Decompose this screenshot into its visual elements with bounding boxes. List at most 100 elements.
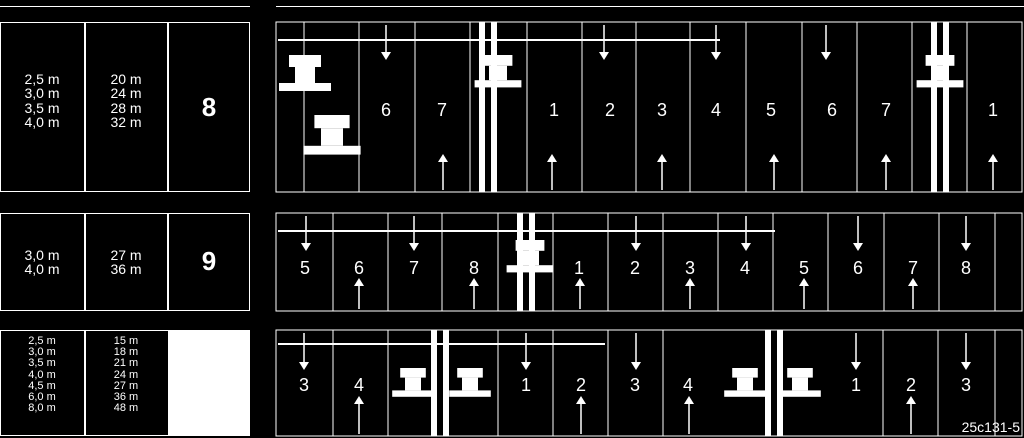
- diagram-3-arrow-down-head: [631, 362, 641, 370]
- diagram-2-arrow-down-head: [631, 243, 641, 251]
- diagram-1-tractor-bottom-cab: [314, 115, 350, 129]
- diagram-1-lane-number: 6: [381, 100, 391, 120]
- diagram-2-arrow-up-head: [799, 278, 809, 286]
- diagram-2-lane-number: 8: [961, 258, 971, 278]
- diagram-1-tractor-bottom-axle: [303, 145, 361, 155]
- diagram-3-arrow-up-head: [906, 396, 916, 404]
- diagram-3-arrow-down-head: [299, 362, 309, 370]
- diagram-1-arrow-up-head: [988, 154, 998, 162]
- diagram-1-tractor-top-axle: [279, 83, 331, 91]
- row1-width-value-3: 4,0 m: [24, 113, 60, 130]
- row2-width-value-0: 3,0 m: [24, 247, 60, 263]
- diagram-1-tractor-bottom-body: [321, 128, 343, 146]
- diagram-3-frame: [275, 329, 1023, 437]
- diagram-3-tractor-a-cab: [400, 368, 426, 378]
- left-table-row-2-divider-b: [167, 213, 169, 311]
- diagram-2-lane-number: 5: [799, 258, 809, 278]
- diagram-3-lane-number: 1: [521, 375, 531, 395]
- diagram-2-arrow-down-head: [741, 243, 751, 251]
- left-table-row-3-divider-a: [84, 330, 86, 436]
- diagram-2-lane-number: 4: [740, 258, 750, 278]
- diagram-3-arrow-up-head: [354, 396, 364, 404]
- diagram-1-lane-number: 3: [657, 100, 667, 120]
- diagram-1-lane-number: 2: [605, 100, 615, 120]
- diagram-1-tramline-b-wheel-right: [943, 22, 949, 192]
- diagram-2-lane-number: 7: [409, 258, 419, 278]
- diagram-2-arrow-up-head: [575, 278, 585, 286]
- diagram-3-lane-number: 3: [961, 375, 971, 395]
- diagram-3-lane-number: 4: [683, 375, 693, 395]
- diagram-2-lane-number: 5: [300, 258, 310, 278]
- diagram-3-arrow-down-head: [851, 362, 861, 370]
- diagram-3-tramline-a-wheel-right: [443, 330, 449, 436]
- diagram-1-frame: [275, 21, 1023, 193]
- diagram-3-tractor-b-cab: [457, 368, 483, 378]
- diagram-3-tractor-a-axle: [392, 390, 434, 397]
- diagram-2-arrow-up-head: [469, 278, 479, 286]
- diagram-1-arrow-up-head: [438, 154, 448, 162]
- diagram-1-sprayer-centre-body: [489, 65, 507, 81]
- diagram-3-arrow-up-head: [576, 396, 586, 404]
- diagram-2-lane-number: 6: [853, 258, 863, 278]
- row1-width-value-2: 3,5 m: [24, 99, 60, 116]
- diagram-1-sprayer-right-axle: [916, 80, 964, 88]
- diagram-3-tramline-a-wheel-left: [431, 330, 437, 436]
- diagram-1-arrow-up-head: [881, 154, 891, 162]
- left-table-row-1-divider-a: [84, 22, 86, 192]
- diagram-2-lane-number: 1: [574, 258, 584, 278]
- diagram-3-lane-number: 4: [354, 375, 364, 395]
- figure-id: 25c131-5: [961, 419, 1020, 435]
- diagram-1-tramline-b-wheel-left: [931, 22, 937, 192]
- diagram-1-tractor-top-body: [295, 67, 315, 83]
- diagram-1-arrow-down-head: [711, 52, 721, 60]
- row3-distance-value-6: 48 m: [113, 402, 139, 415]
- diagram-1-tractor-top-cab: [289, 55, 321, 67]
- diagram-1-sprayer-centre-axle: [474, 80, 522, 88]
- left-table-row-1-divider-b: [167, 22, 169, 192]
- diagram-1-arrow-up-head: [547, 154, 557, 162]
- diagram-2-arrow-down-head: [301, 243, 311, 251]
- diagram-2-lane-number: 3: [685, 258, 695, 278]
- left-table-row-2: [0, 213, 250, 311]
- top-strip-line: [0, 6, 250, 7]
- diagram-1-arrow-up-head: [657, 154, 667, 162]
- row3-distance-value-0: 15 m: [113, 335, 139, 347]
- diagram-1-tramline-a-wheel-right: [491, 22, 497, 192]
- row3-distance-value-2: 21 m: [113, 357, 139, 370]
- row2-distance-value-0: 27 m: [110, 247, 142, 263]
- diagram-3-arrow-up-head: [684, 396, 694, 404]
- diagram-3-tractor-c-cab: [732, 368, 758, 378]
- diagram-1-lane-number: 4: [711, 100, 721, 120]
- diagram-3-lane-number: 3: [299, 375, 309, 395]
- diagram-3-arrow-down-head: [961, 362, 971, 370]
- left-table-row-2-divider-a: [84, 213, 86, 311]
- diagram-1-lane-number: 1: [549, 100, 559, 120]
- row3-width-value-3: 4,0 m: [28, 368, 56, 381]
- diagram-1-sprayer-right-cab: [925, 55, 955, 66]
- row2-pattern-number: 9: [201, 246, 217, 276]
- diagram-3-tractor-b-body: [462, 377, 478, 391]
- diagram-1-lane-number: 1: [988, 100, 998, 120]
- row3-width-value-0: 2,5 m: [28, 335, 56, 347]
- row2-distance-value-1: 36 m: [110, 261, 142, 278]
- row3-width-value-5: 6,0 m: [28, 391, 56, 404]
- diagram-2-arrow-up-head: [354, 278, 364, 286]
- diagram-2-sprayer-cab: [515, 240, 545, 251]
- diagram-3-tractor-d-cab: [787, 368, 813, 378]
- diagram-3-tractor-a-body: [405, 377, 421, 391]
- diagram-2-sprayer-body: [521, 250, 539, 266]
- diagram-1-sprayer-right-body: [931, 65, 949, 81]
- row3-distance-value-3: 24 m: [113, 368, 139, 381]
- left-table-row-3: [0, 330, 250, 436]
- left-table-row-1: [0, 22, 250, 192]
- diagram-1-lane-number: 7: [437, 100, 447, 120]
- diagram-3-lane-number: 1: [851, 375, 861, 395]
- diagram-3-tramline-b-wheel-right: [777, 330, 783, 436]
- diagram-2-lane-number: 6: [354, 258, 364, 278]
- diagram-1-tramline-a-wheel-left: [479, 22, 485, 192]
- diagram-1-arrow-up-head: [769, 154, 779, 162]
